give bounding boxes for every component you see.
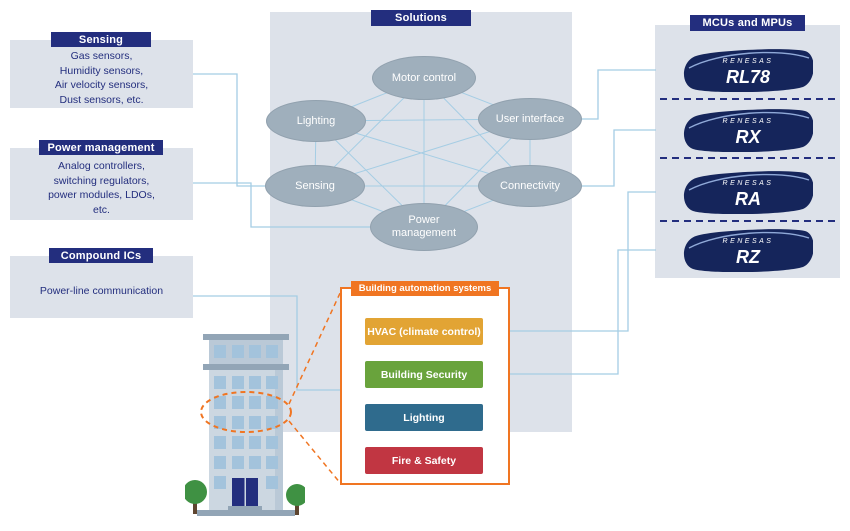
solutions-title: Solutions bbox=[371, 10, 471, 26]
chip-name: RA bbox=[735, 189, 761, 209]
node-motor-control: Motor control bbox=[372, 56, 476, 100]
compound-line: Power-line communication bbox=[39, 284, 164, 297]
mcu-panel-title: MCUs and MPUs bbox=[690, 15, 805, 31]
system-fire-safety: Fire & Safety bbox=[365, 447, 483, 474]
sensing-line: Humidity sensors, bbox=[59, 64, 144, 77]
system-lighting: Lighting bbox=[365, 404, 483, 431]
system-building-security: Building Security bbox=[365, 361, 483, 388]
renesas-brand: RENESAS bbox=[723, 58, 774, 65]
power-line: etc. bbox=[93, 203, 110, 216]
building-automation-title: Building automation systems bbox=[351, 281, 499, 296]
renesas-brand: RENESAS bbox=[723, 238, 774, 245]
node-sensing: Sensing bbox=[265, 165, 365, 207]
renesas-brand: RENESAS bbox=[723, 118, 774, 125]
renesas-rz-badge: RENESAS RZ bbox=[684, 229, 813, 272]
power-line: power modules, LDOs, bbox=[48, 189, 155, 201]
sensing-line: Dust sensors, etc. bbox=[59, 93, 144, 106]
renesas-ra-badge: RENESAS RA bbox=[684, 171, 813, 214]
chip-name: RX bbox=[735, 127, 761, 147]
chip-name: RZ bbox=[736, 247, 761, 267]
node-power-management: Power management bbox=[370, 203, 478, 251]
tree-icon bbox=[185, 480, 305, 515]
renesas-rx-badge: RENESAS RX bbox=[684, 109, 813, 152]
node-user-interface: User interface bbox=[478, 98, 582, 140]
system-hvac: HVAC (climate control) bbox=[365, 318, 483, 345]
node-lighting: Lighting bbox=[266, 100, 366, 142]
compound-ics-panel-title: Compound ICs bbox=[49, 248, 153, 263]
renesas-brand: RENESAS bbox=[723, 180, 774, 187]
node-connectivity: Connectivity bbox=[478, 165, 582, 207]
sensing-line: Gas sensors, bbox=[70, 50, 133, 62]
sensing-line: Air velocity sensors, bbox=[54, 79, 149, 91]
renesas-rl78-badge: RENESAS RL78 bbox=[684, 49, 813, 92]
chip-name: RL78 bbox=[726, 67, 770, 87]
power-line: Analog controllers, bbox=[58, 160, 145, 172]
building-illustration bbox=[185, 334, 305, 516]
sensing-panel: Gas sensors, Humidity sensors, Air veloc… bbox=[10, 40, 193, 108]
sensing-panel-title: Sensing bbox=[51, 32, 151, 47]
power-line: switching regulators, bbox=[53, 174, 150, 187]
power-management-panel: Analog controllers, switching regulators… bbox=[10, 148, 193, 220]
power-management-panel-title: Power management bbox=[39, 140, 163, 155]
compound-ics-panel: Power-line communication bbox=[10, 256, 193, 318]
